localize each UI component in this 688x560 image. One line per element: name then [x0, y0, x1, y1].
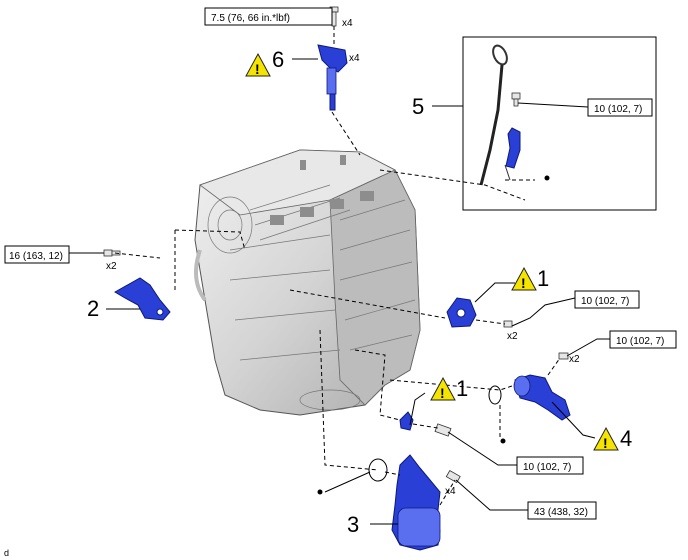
torque-spec-right: 10 (102, 7): [609, 330, 677, 349]
engine-bracket: [114, 277, 171, 321]
pump-bolt-icon: [445, 469, 461, 484]
ignition-coil: [317, 44, 348, 111]
torque-spec-mid-right: 10 (102, 7): [574, 290, 640, 309]
callout-1-lower: 1: [456, 376, 468, 401]
dipstick-bolt-icon: [511, 92, 521, 107]
svg-text:7.5 (76, 66 in.*lbf): 7.5 (76, 66 in.*lbf): [211, 13, 290, 24]
lower-bolt-icon: [434, 423, 452, 437]
water-inlet-housing: [513, 374, 571, 421]
svg-text:10 (102, 7): 10 (102, 7): [616, 336, 664, 347]
pump-gasket-icon: [368, 458, 388, 482]
multiplier-mid-right: x2: [507, 331, 518, 342]
callout-5: 5: [412, 94, 424, 119]
callout-6: 6: [272, 47, 284, 72]
svg-text:10 (102, 7): 10 (102, 7): [594, 104, 642, 115]
svg-text:10 (102, 7): 10 (102, 7): [581, 296, 629, 307]
plate-bolt-icon: [503, 320, 513, 328]
engine-block: [194, 149, 421, 416]
pump-dot-icon: [317, 489, 323, 495]
housing-gasket-icon: [488, 385, 502, 405]
multiplier-bottom: x4: [445, 486, 456, 497]
svg-text:!: !: [440, 385, 445, 401]
svg-text:!: !: [603, 435, 608, 451]
torque-spec-bottom: 43 (438, 32): [527, 501, 597, 520]
callout-4: 4: [620, 426, 632, 451]
warning-icon-1-lower: !: [430, 376, 456, 401]
dipstick-inset-box: [462, 36, 657, 211]
torque-spec-bottom-mid: 10 (102, 7): [516, 456, 584, 475]
corner-mark: d: [4, 548, 9, 558]
multiplier-left: x2: [106, 261, 117, 272]
svg-text:!: !: [521, 275, 526, 291]
o-ring-dot-icon: [544, 175, 550, 181]
multiplier-right: x2: [569, 354, 580, 365]
torque-spec-top: 7.5 (76, 66 in.*lbf): [204, 7, 333, 26]
dipstick: [479, 44, 508, 186]
multiplier-top-bolt: x4: [342, 18, 353, 29]
warning-icon-1-upper: !: [511, 266, 537, 291]
torque-spec-left: 16 (163, 12): [4, 245, 70, 264]
housing-bolt-icon: [558, 352, 569, 360]
svg-text:43 (438, 32): 43 (438, 32): [534, 507, 588, 518]
torque-spec-dipstick: 10 (102, 7): [587, 98, 653, 117]
oil-pump-assembly: [391, 454, 441, 551]
cover-plate-lower: [399, 411, 414, 431]
svg-text:10 (102, 7): 10 (102, 7): [523, 462, 571, 473]
housing-dot-icon: [500, 438, 506, 444]
warning-icon-4: !: [593, 426, 619, 451]
callout-2: 2: [87, 296, 99, 321]
svg-text:16 (163, 12): 16 (163, 12): [9, 251, 63, 262]
warning-icon-6: !: [245, 52, 271, 77]
guide-lines: [114, 26, 561, 506]
multiplier-coil: x4: [349, 53, 360, 64]
svg-text:!: !: [255, 61, 260, 77]
callout-3: 3: [347, 512, 359, 537]
callout-1-upper: 1: [537, 266, 549, 291]
dipstick-guide-tube: [504, 127, 521, 181]
cover-plate-upper: [446, 297, 477, 328]
